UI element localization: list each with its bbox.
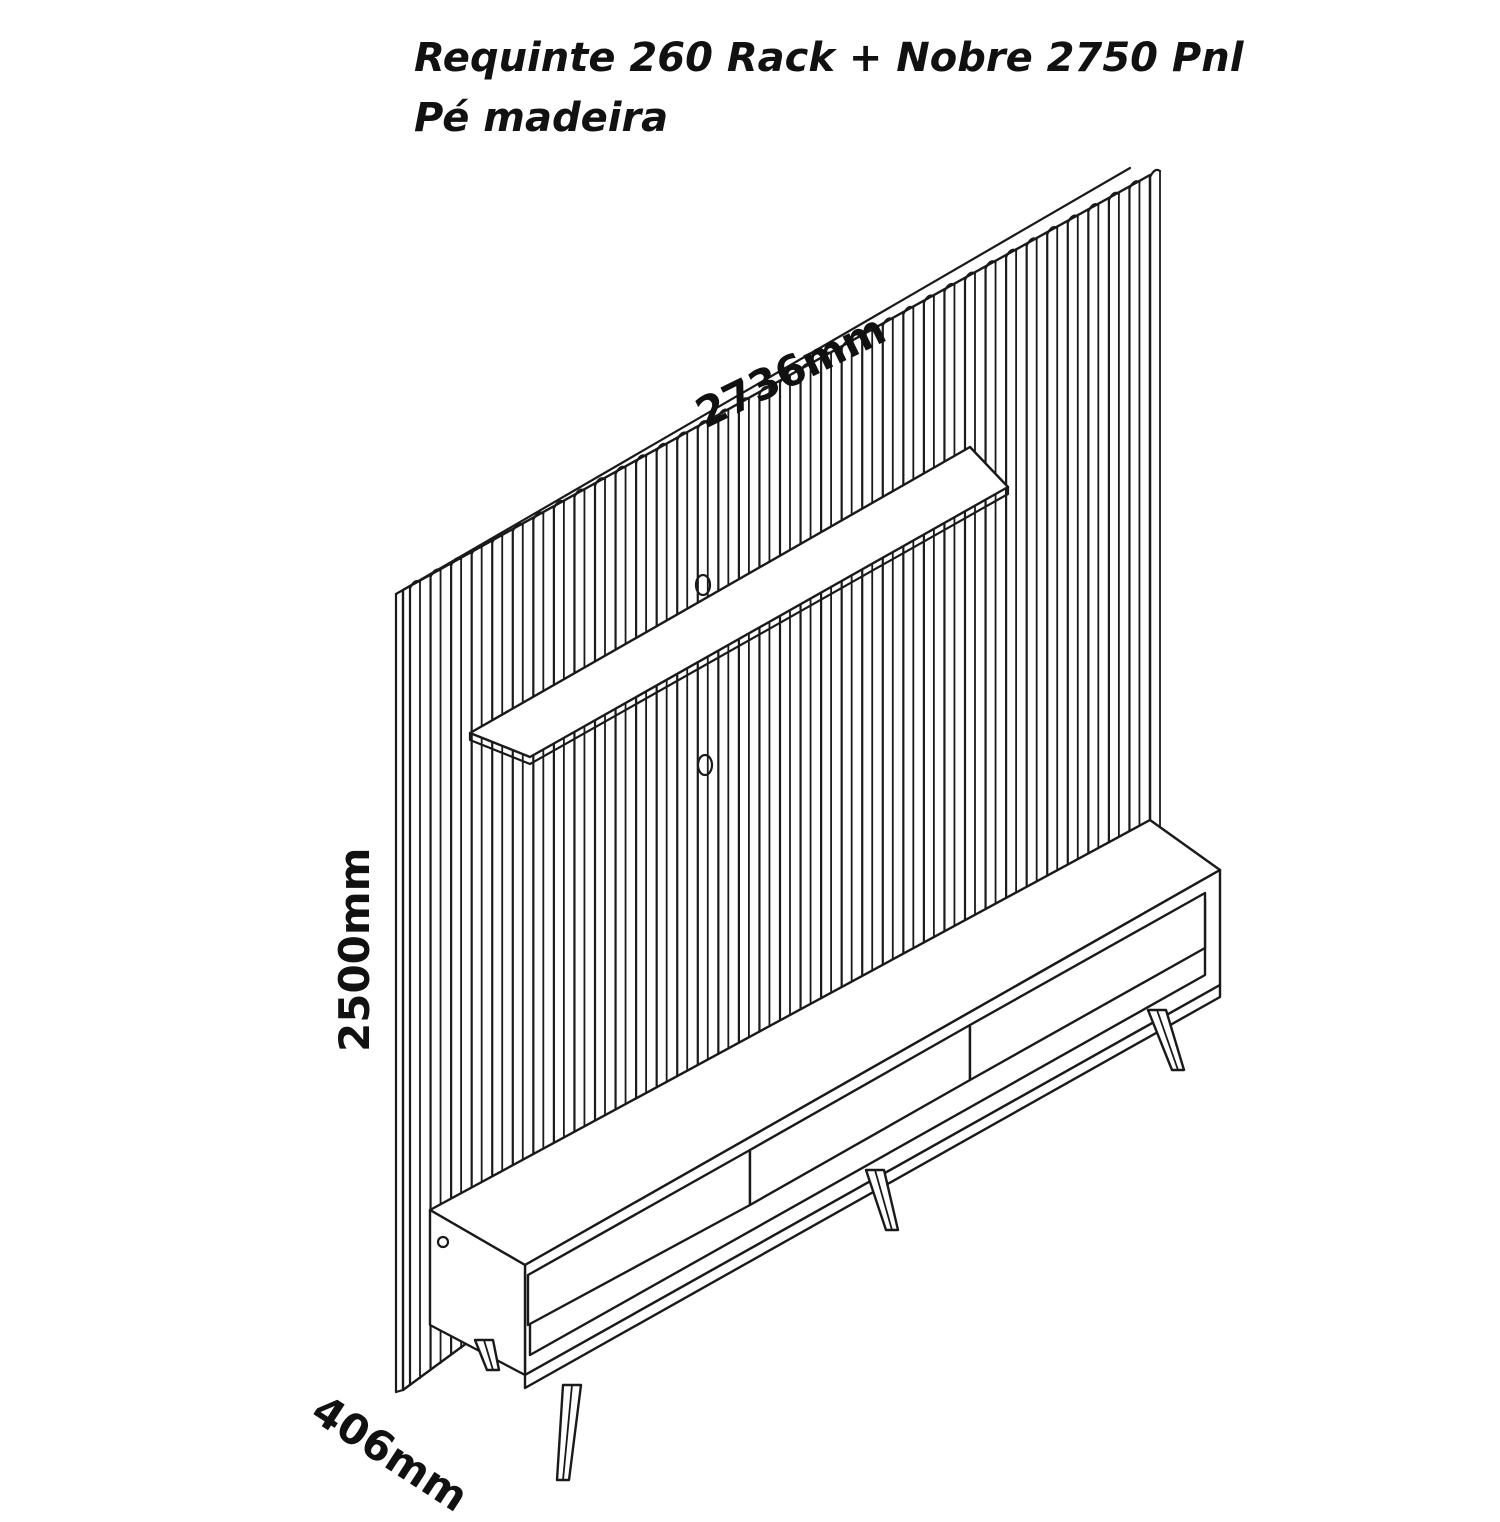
panel-slat-cap: [552, 499, 565, 510]
panel-slat-cap: [778, 374, 792, 384]
panel-slat-cap: [1148, 168, 1162, 179]
panel-slat-cap: [902, 305, 915, 316]
panel-slat-cap: [491, 534, 504, 544]
product-title: Requinte 260 Rack + Nobre 2750 Pnl Pé ma…: [414, 28, 1243, 148]
panel-slat-cap: [922, 294, 935, 304]
panel-slat-cap: [799, 362, 812, 373]
tv-rack: [428, 818, 1222, 1482]
panel-slat-cap: [984, 260, 997, 270]
panel-slat-cap: [593, 477, 607, 487]
panel-top-edge: [394, 166, 1132, 596]
panel-slat-cap: [408, 579, 422, 590]
panel-slat-cap: [676, 431, 689, 441]
leg-front-right-edge: [1156, 1009, 1179, 1071]
rack-side-hole: [436, 1235, 450, 1249]
panel-slat-cap: [429, 568, 442, 578]
panel-slat-cap: [840, 340, 853, 350]
leg-front-left: [555, 1383, 583, 1482]
panel-slat-cap: [737, 397, 750, 407]
panel-slat-cap: [614, 465, 627, 476]
panel-slat-cap: [1046, 225, 1059, 236]
panel-slat-cap: [963, 271, 977, 281]
leg-front-right: [1146, 1008, 1186, 1072]
panel-slat-cap: [943, 282, 956, 293]
cable-hole: [696, 753, 714, 777]
height-dimension-label: 2500mm: [330, 847, 379, 1052]
leg-back-left: [473, 1338, 501, 1372]
panel-slat-cap: [655, 442, 668, 453]
panel-slat-cap: [470, 545, 483, 555]
product-name: Requinte 260 Rack + Nobre 2750 Pnl: [414, 35, 1244, 81]
panel-slat-cap: [820, 351, 833, 361]
panel-slat-cap: [861, 328, 874, 338]
shelf-edge: [468, 485, 1010, 766]
leg-front-left-edge: [562, 1384, 573, 1481]
product-variant: Pé madeira: [414, 95, 669, 141]
leg-back-left-edge: [483, 1339, 494, 1371]
panel-slat-cap: [573, 488, 586, 498]
panel-slat-cap: [1087, 203, 1100, 213]
panel-slat-cap: [1005, 248, 1018, 259]
panel-slat-cap: [758, 385, 771, 396]
panel-corner: [394, 1388, 405, 1394]
panel-slat-cap: [635, 454, 648, 464]
panel-slat-cap: [1128, 180, 1141, 190]
floating-shelf: [468, 445, 1010, 766]
panel-slat-cap: [717, 408, 730, 418]
leg-back-middle-edge: [874, 1169, 893, 1231]
leg-back-middle: [864, 1168, 900, 1232]
panel-slat-cap: [881, 317, 894, 327]
panel-slat-cap: [511, 522, 524, 533]
panel-slat-cap: [1107, 191, 1120, 201]
panel-slat-cap: [696, 420, 709, 430]
drawer-right: [968, 891, 1207, 1082]
panel-slat-cap: [532, 511, 545, 521]
panel-slat-cap: [450, 557, 463, 567]
cable-hole: [694, 573, 712, 597]
panel-slat-cap: [1066, 214, 1079, 224]
panel-slat-cap: [1025, 237, 1038, 247]
